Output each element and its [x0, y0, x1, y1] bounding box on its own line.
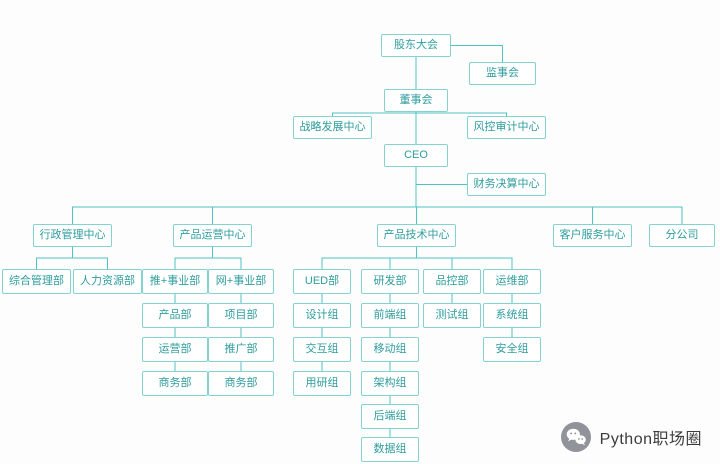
org-node-jiagou: 架构组 — [361, 371, 419, 396]
edge-yunying_center-tui — [174, 247, 213, 269]
org-node-gudong: 股东大会 — [381, 34, 451, 57]
org-node-zhanlue: 战略发展中心 — [293, 116, 372, 139]
edge-jishu_center-pinkong — [416, 247, 453, 269]
org-node-yongyan: 用研组 — [293, 371, 351, 396]
org-node-ceo: CEO — [384, 144, 448, 167]
watermark-text: Python职场圈 — [599, 431, 702, 448]
org-node-wang: 网+事业部 — [208, 269, 274, 294]
org-node-zonghe: 综合管理部 — [2, 269, 71, 294]
org-node-jianshihui: 监事会 — [469, 62, 536, 85]
edge-jishu_center-yunwei — [416, 247, 513, 269]
org-node-tuiguang: 推广部 — [208, 337, 274, 362]
org-node-fengkong: 风控审计中心 — [467, 116, 546, 139]
edge-yunying_center-wang — [212, 247, 242, 269]
edge-ceo-fengongsi — [415, 167, 683, 224]
org-node-shuju: 数据组 — [361, 437, 419, 462]
org-node-anquan: 安全组 — [483, 337, 541, 362]
org-node-houduan: 后端组 — [361, 404, 419, 429]
org-node-jiaohu: 交互组 — [293, 337, 351, 362]
edge-ceo-caiwu — [415, 167, 467, 185]
org-node-xiangmu: 项目部 — [208, 303, 274, 328]
edge-ceo-xingzheng — [72, 167, 417, 224]
org-node-shangwu2: 商务部 — [208, 371, 274, 396]
edge-jishu_center-ued — [321, 247, 417, 269]
org-node-dongshihui: 董事会 — [384, 89, 448, 112]
edge-ceo-jishu_center — [415, 167, 417, 224]
org-node-ceshi: 测试组 — [423, 303, 481, 328]
org-node-yunying_bu: 运营部 — [142, 337, 208, 362]
org-node-yanfa: 研发部 — [361, 269, 419, 294]
org-node-pinkong: 品控部 — [423, 269, 481, 294]
org-node-xitong: 系统组 — [483, 303, 541, 328]
edge-ceo-yunying_center — [212, 167, 417, 224]
edge-xingzheng-renli — [72, 247, 108, 269]
edge-xingzheng-zonghe — [36, 247, 73, 269]
edge-jishu_center-yanfa — [389, 247, 417, 269]
org-node-shangwu1: 商务部 — [142, 371, 208, 396]
org-node-caiwu: 财务决算中心 — [467, 173, 546, 196]
org-node-renli: 人力资源部 — [73, 269, 142, 294]
org-node-yunwei: 运维部 — [483, 269, 541, 294]
org-node-tui: 推+事业部 — [142, 269, 208, 294]
org-node-sheji: 设计组 — [293, 303, 351, 328]
org-node-ued: UED部 — [293, 269, 351, 294]
edge-gudong-jianshihui — [451, 45, 503, 62]
org-node-xingzheng: 行政管理中心 — [33, 224, 112, 247]
watermark: Python职场圈 — [560, 422, 702, 452]
org-node-qianduan: 前端组 — [361, 303, 419, 328]
org-node-yidong: 移动组 — [361, 337, 419, 362]
org-node-yunying_center: 产品运营中心 — [173, 224, 252, 247]
org-node-fengongsi: 分公司 — [649, 224, 715, 247]
org-node-chanpin: 产品部 — [142, 303, 208, 328]
org-node-jishu_center: 产品技术中心 — [377, 224, 456, 247]
org-node-kefu: 客户服务中心 — [553, 224, 632, 247]
wechat-icon — [560, 422, 591, 452]
